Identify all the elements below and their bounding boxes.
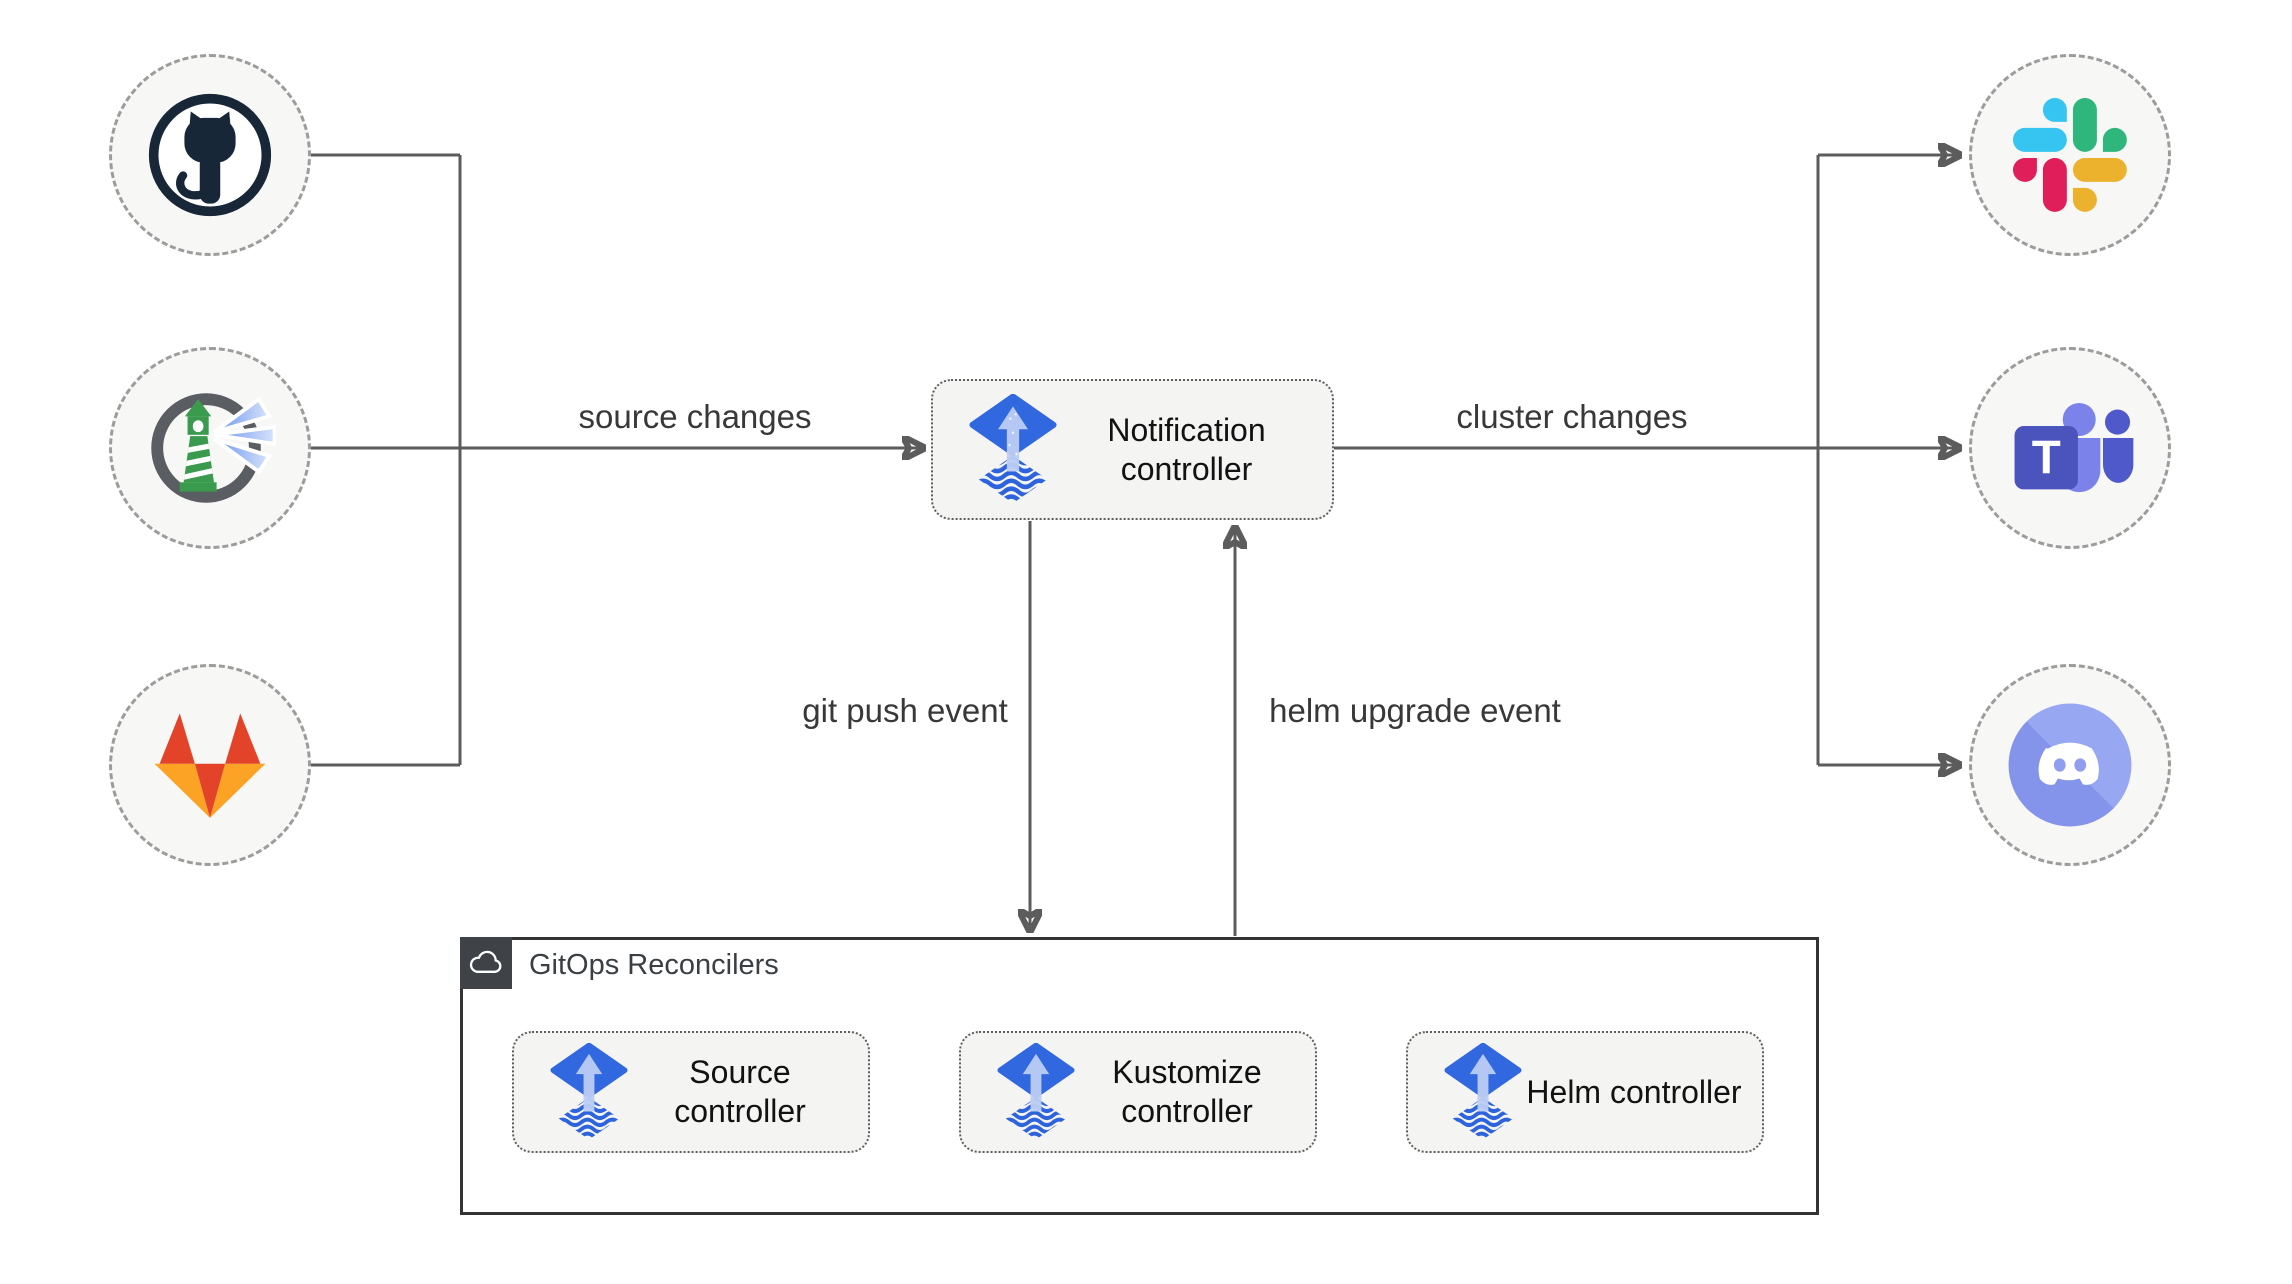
flux-icon (550, 1043, 628, 1140)
group-tab (460, 937, 512, 989)
github-icon (148, 93, 272, 217)
edge-label-git-push-event: git push event (802, 692, 1008, 729)
slack-icon (2013, 98, 2127, 212)
source-node-harbor (109, 347, 311, 549)
ms-teams-icon: T (2014, 402, 2134, 492)
notification-controller-node: Notification controller (931, 379, 1334, 520)
notification-controller-label: Notification controller (1107, 411, 1266, 487)
kustomize-controller-node: Kustomize controller (959, 1031, 1317, 1153)
flux-icon (1444, 1043, 1522, 1140)
teams-letter: T (2032, 431, 2061, 484)
source-node-github (109, 54, 311, 256)
alert-node-ms-teams: T (1969, 347, 2171, 549)
flux-icon (997, 1043, 1075, 1140)
cloud-icon (469, 950, 502, 973)
alert-node-slack (1969, 54, 2171, 256)
source-node-gitlab (109, 664, 311, 866)
edge-label-cluster-changes: cluster changes (1456, 398, 1688, 435)
harbor-lighthouse-icon (151, 393, 276, 503)
group-title: GitOps Reconcilers (529, 949, 779, 981)
edge-label-helm-upgrade-event: helm upgrade event (1269, 692, 1561, 729)
edge-label-source-changes: source changes (578, 398, 812, 435)
gitlab-icon (154, 713, 266, 818)
source-controller-label: Source controller (674, 1054, 806, 1129)
alert-node-discord (1969, 664, 2171, 866)
helm-controller-node: Helm controller (1406, 1031, 1764, 1153)
helm-controller-label: Helm controller (1526, 1073, 1742, 1110)
flux-icon (969, 394, 1057, 504)
discord-icon (2008, 703, 2132, 827)
gitops-reconcilers-group: GitOps Reconcilers Source controller (460, 937, 1819, 1215)
kustomize-controller-label: Kustomize controller (1112, 1054, 1262, 1129)
source-controller-node: Source controller (512, 1031, 870, 1153)
